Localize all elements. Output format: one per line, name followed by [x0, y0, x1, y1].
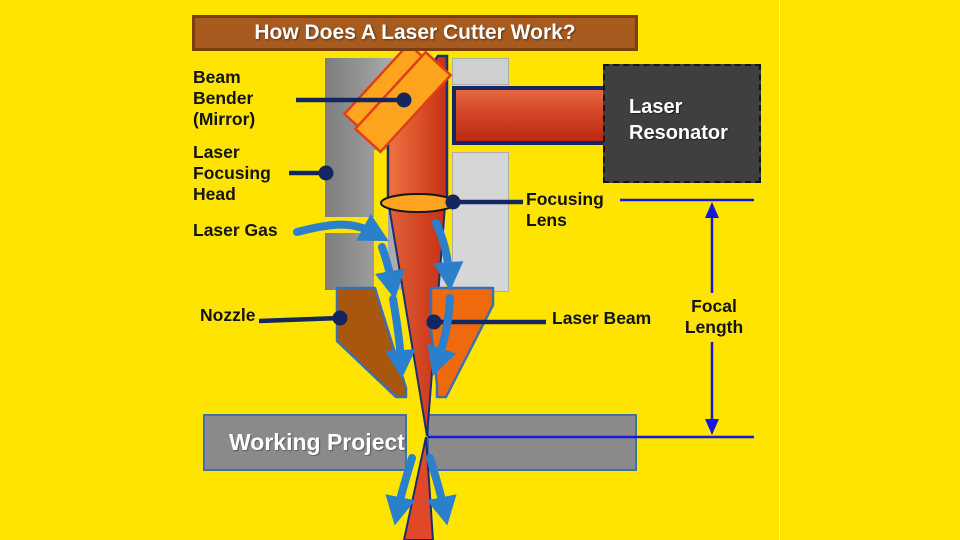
label-laser-beam: Laser Beam — [552, 308, 652, 328]
label-laser-gas: Laser Gas — [193, 220, 278, 240]
label-focusing-lens: Focusing Lens — [526, 189, 604, 230]
focal-arrowhead-down — [705, 419, 719, 435]
pointer-line-nozzle — [258, 315, 341, 324]
pointer-dot-nozzle — [332, 310, 348, 326]
gas-arrow-left-lower — [385, 295, 416, 379]
pointer-dot-focusing-head — [318, 165, 334, 181]
laser-beam-below-work — [402, 436, 435, 540]
laser-resonator-box: Laser Resonator — [603, 64, 761, 183]
pointer-dot-focusing-lens — [445, 194, 461, 210]
housing-top-right-block — [452, 58, 509, 85]
laser-gas-arrow — [293, 213, 389, 242]
label-beam-bender: Beam Bender (Mirror) — [193, 67, 256, 129]
gas-arrow-left-upper — [374, 243, 405, 300]
title-bar: How Does A Laser Cutter Work? — [192, 15, 638, 51]
pointer-dot-beam-bender — [396, 92, 412, 108]
focusing-lens-shape — [380, 193, 456, 213]
page-title: How Does A Laser Cutter Work? — [254, 21, 576, 44]
background-divider-line — [779, 0, 780, 540]
gas-arrow-right-lower — [427, 294, 457, 376]
working-project-slab-left: Working Project — [203, 414, 407, 471]
pointer-dot-laser-beam — [426, 314, 442, 330]
horizontal-laser-beam — [452, 86, 607, 145]
gas-arrow-below-left — [385, 454, 416, 526]
working-project-slab-right — [427, 414, 637, 471]
label-laser-focusing-head: Laser Focusing Head — [193, 142, 271, 204]
working-project-label: Working Project — [229, 429, 405, 455]
gas-arrow-below-right — [426, 454, 457, 526]
focal-arrowhead-up — [705, 202, 719, 218]
label-nozzle: Nozzle — [200, 305, 256, 325]
label-focal-length: Focal Length — [684, 296, 744, 337]
gas-arrow-right-upper — [432, 219, 464, 291]
laser-resonator-label: Laser Resonator — [629, 96, 728, 144]
